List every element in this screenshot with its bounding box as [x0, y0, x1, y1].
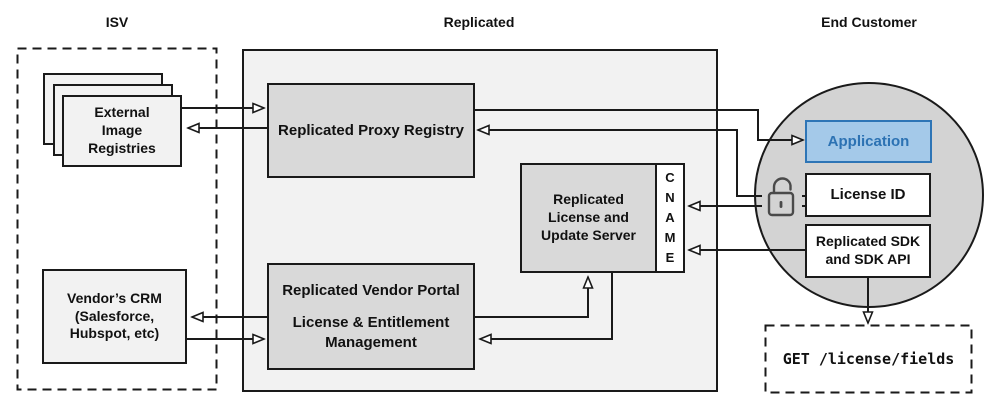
cname-label: CNAME	[664, 169, 676, 266]
license-id-node: License ID	[805, 173, 931, 217]
section-label-isv: ISV	[105, 14, 129, 30]
connector-licenseserver-to-portal	[480, 273, 613, 339]
vendor-portal-node: Replicated Vendor Portal License & Entit…	[267, 263, 475, 370]
cname-strip: CNAME	[655, 163, 685, 273]
get-endpoint-boundary	[764, 324, 973, 394]
replicated-sdk-node: Replicated SDK and SDK API	[805, 224, 931, 278]
license-update-server-node: Replicated License and Update Server	[520, 163, 657, 273]
external-image-registries-node: External Image Registries	[62, 95, 182, 167]
vendor-crm-label: Vendor’s CRM (Salesforce, Hubspot, etc)	[67, 289, 162, 342]
vendor-portal-title: Replicated Vendor Portal	[282, 281, 460, 299]
vendor-portal-subtitle: License & Entitlement Management	[292, 314, 450, 351]
external-image-registries-label: External Image Registries	[88, 104, 156, 156]
unlocked-padlock-icon	[762, 176, 802, 219]
replicated-proxy-registry-node: Replicated Proxy Registry	[267, 83, 475, 178]
license-update-server-label: Replicated License and Update Server	[541, 191, 636, 243]
section-label-replicated: Replicated	[443, 14, 515, 30]
license-id-label: License ID	[830, 186, 906, 204]
proxy-registry-label: Replicated Proxy Registry	[278, 121, 464, 139]
application-node: Application	[805, 120, 932, 163]
section-label-end-customer: End Customer	[821, 14, 917, 30]
get-license-fields-label: GET /license/fields	[782, 350, 955, 368]
connector-proxy-to-application	[475, 109, 803, 140]
application-label: Application	[827, 132, 910, 150]
replicated-sdk-label: Replicated SDK and SDK API	[815, 233, 921, 267]
get-license-fields-node: GET /license/fields	[766, 326, 971, 392]
connector-portal-to-licenseserver	[475, 277, 588, 318]
vendor-crm-node: Vendor’s CRM (Salesforce, Hubspot, etc)	[42, 269, 187, 364]
